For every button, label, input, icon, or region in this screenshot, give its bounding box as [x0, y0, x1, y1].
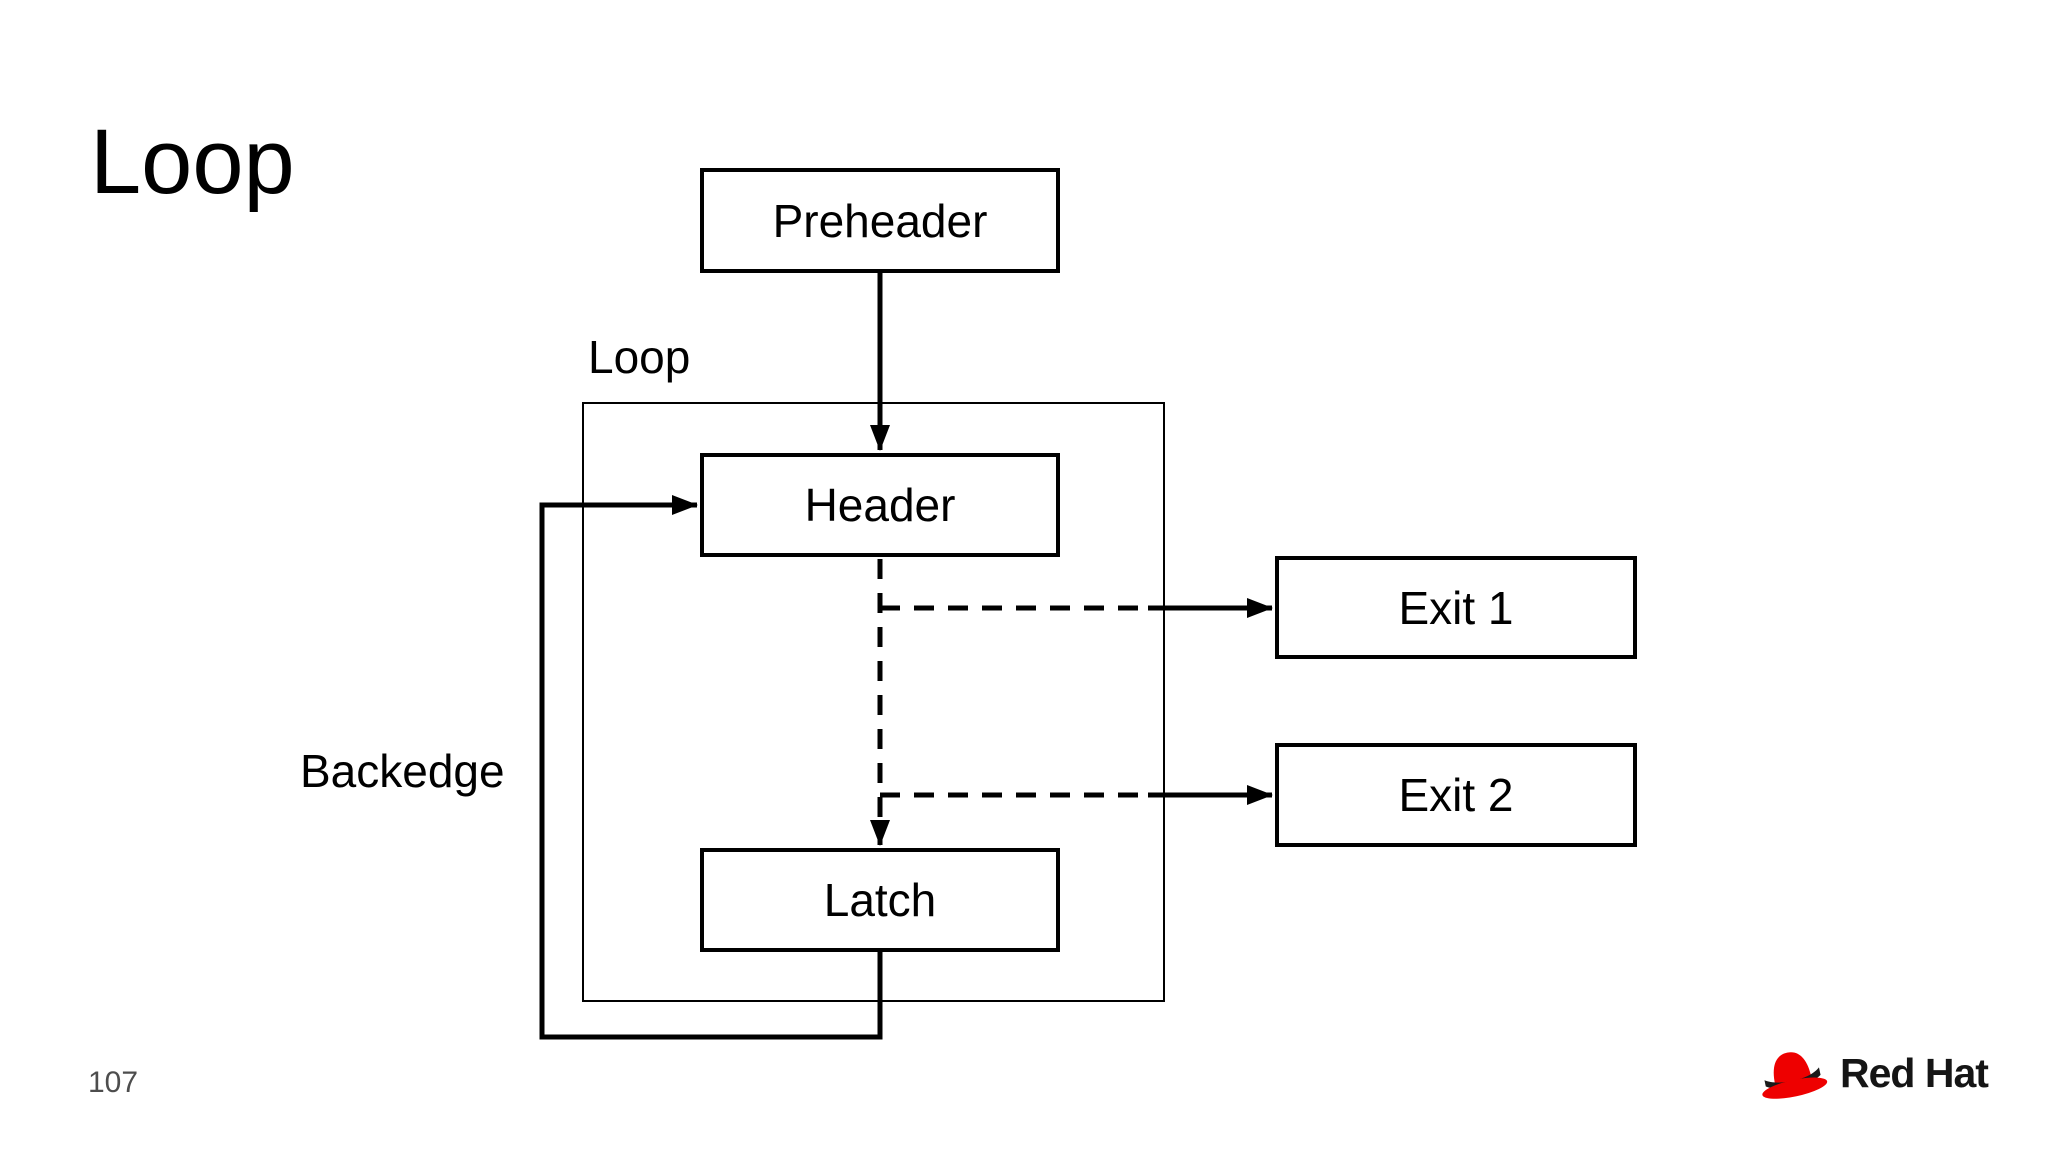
node-latch: Latch	[700, 848, 1060, 952]
node-preheader: Preheader	[700, 168, 1060, 273]
node-exit2: Exit 2	[1275, 743, 1637, 847]
node-header: Header	[700, 453, 1060, 557]
node-exit2-label: Exit 2	[1398, 769, 1514, 821]
redhat-logo-text: Red Hat	[1840, 1049, 1989, 1096]
node-header-label: Header	[804, 479, 956, 531]
loop-container-label: Loop	[588, 331, 691, 383]
loop-container-box	[582, 402, 1165, 1002]
node-preheader-label: Preheader	[772, 194, 988, 247]
redhat-logo: Red Hat	[1758, 1042, 1989, 1104]
backedge-label: Backedge	[300, 745, 505, 797]
node-exit1-label: Exit 1	[1398, 581, 1514, 634]
edge-backedge	[539, 495, 883, 1040]
page-title: Loop	[90, 111, 295, 213]
node-exit1: Exit 1	[1275, 556, 1637, 659]
page-number: 107	[88, 1066, 139, 1099]
node-latch-label: Latch	[823, 874, 937, 926]
redhat-fedora-icon	[1762, 1052, 1828, 1099]
